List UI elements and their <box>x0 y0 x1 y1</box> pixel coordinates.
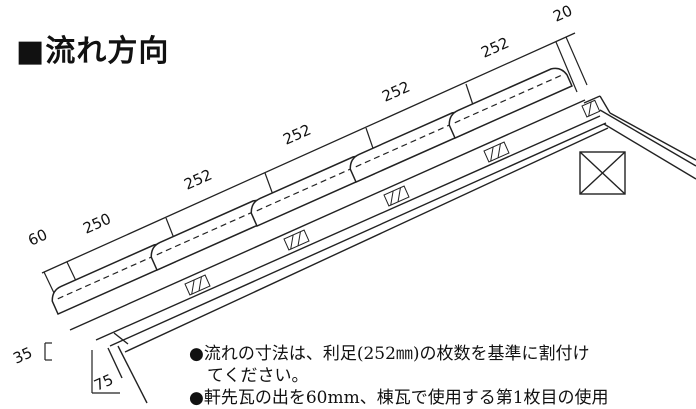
dimension-35-bracket <box>44 342 52 361</box>
diagram-title: ■流れ方向 <box>16 34 170 69</box>
dim-label-252-2: 252 <box>280 121 313 149</box>
dim-label-75: 75 <box>91 370 116 394</box>
roof-rafter <box>69 99 609 404</box>
dim-label-252-4: 252 <box>478 34 511 62</box>
notes-block: ●流れの寸法は、利足(252㎜)の枚数を基準に割付け てください。 ●軒先瓦の出… <box>189 343 694 408</box>
ridge-structure <box>583 95 696 180</box>
dim-label-252-3: 252 <box>379 78 412 106</box>
dim-label-60: 60 <box>25 225 50 249</box>
ridge-beam <box>579 151 626 195</box>
roof-tile-5 <box>448 67 573 139</box>
dim-label-252-1: 252 <box>181 166 214 194</box>
note-line-1: ●流れの寸法は、利足(252㎜)の枚数を基準に割付け <box>189 344 590 364</box>
roof-tiles <box>51 67 573 315</box>
note-line-3-partial: ●軒先瓦の出を60mm、棟瓦で使用する第1枚目の使用 <box>189 388 609 408</box>
dim-label-35: 35 <box>10 343 35 367</box>
dimension-75-bracket <box>91 350 120 394</box>
dim-label-250: 250 <box>80 210 113 238</box>
tile-battens <box>184 99 601 296</box>
dimension-ticks <box>43 36 588 294</box>
dimension-line <box>41 32 576 274</box>
dim-label-20: 20 <box>550 1 575 25</box>
note-line-2: てください。 <box>207 366 309 386</box>
